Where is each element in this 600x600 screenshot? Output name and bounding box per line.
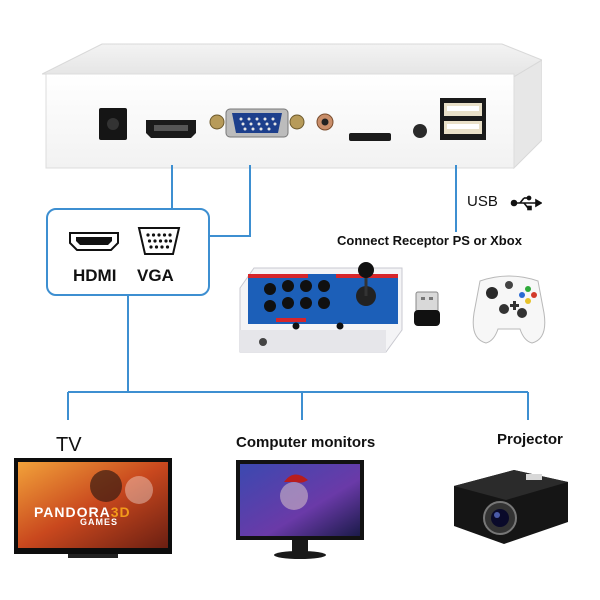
projector-image <box>454 470 568 544</box>
tv-label: TV <box>56 434 82 456</box>
card-slot <box>349 133 391 141</box>
hdmi-label: HDMI <box>73 266 117 285</box>
usb-dongle <box>414 291 440 326</box>
usb-ports <box>440 98 486 140</box>
tv-image <box>14 458 172 558</box>
hdmi-port <box>146 120 196 138</box>
monitor-label: Computer monitors <box>236 434 376 451</box>
vga-label: VGA <box>137 266 174 285</box>
arcade-joystick-controller <box>239 262 403 353</box>
receptor-label: Connect Receptor PS or Xbox <box>337 233 522 248</box>
reset-button <box>413 124 427 138</box>
gamepad-controller <box>472 275 546 344</box>
usb-icon <box>510 195 542 211</box>
vga-port <box>209 108 305 138</box>
tv-brand: PANDORA3D <box>34 504 131 520</box>
projector-label: Projector <box>497 431 563 448</box>
computer-monitor-image <box>236 460 364 559</box>
console-box <box>42 43 542 170</box>
tv-subtitle: GAMES <box>80 517 119 527</box>
hdmi-port-icon <box>69 232 119 251</box>
vga-port-icon <box>137 227 181 255</box>
usb-label: USB <box>467 193 498 210</box>
video-connectors-box <box>46 208 210 296</box>
